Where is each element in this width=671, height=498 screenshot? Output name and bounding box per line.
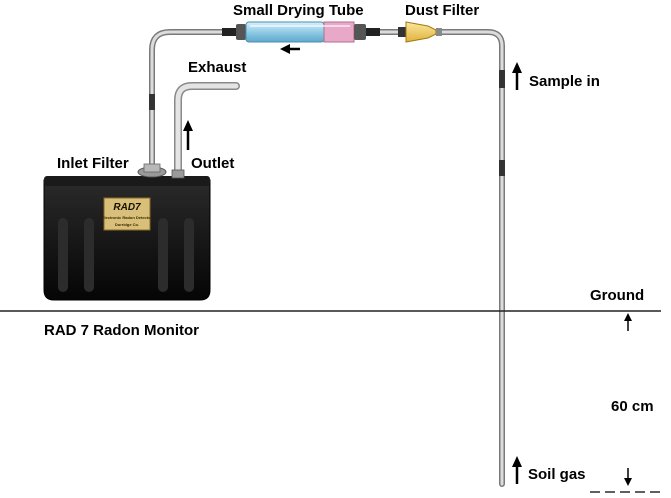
- label-dust-filter: Dust Filter: [405, 2, 479, 19]
- tube-coupler: [149, 94, 155, 110]
- label-small-drying-tube: Small Drying Tube: [233, 2, 364, 19]
- label-sample-in: Sample in: [529, 73, 600, 90]
- plate-title: RAD7: [113, 202, 141, 213]
- rad7-plate: RAD7 Electronic Radon Detector Durridge …: [102, 197, 153, 231]
- flow-arrow-left: [280, 44, 300, 54]
- outlet-port: [171, 169, 185, 179]
- tube-coupler: [499, 70, 505, 88]
- label-rad7-monitor: RAD 7 Radon Monitor: [44, 322, 199, 339]
- sample-in-arrow-up: [512, 62, 522, 90]
- plate-line1: Electronic Radon Detector: [102, 215, 153, 220]
- label-outlet: Outlet: [191, 155, 234, 172]
- outlet-arrow-up: [183, 120, 193, 150]
- label-exhaust: Exhaust: [188, 59, 246, 76]
- small-drying-tube: [222, 21, 380, 43]
- soil-gas-arrow-up: [512, 456, 522, 484]
- tubing: [149, 29, 505, 487]
- depth-indicator: [590, 313, 662, 493]
- tube-coupler: [499, 160, 505, 176]
- label-ground: Ground: [590, 287, 644, 304]
- rad7-device: RAD7 Electronic Radon Detector Durridge …: [43, 163, 211, 301]
- plate-line2: Durridge Co.: [115, 222, 139, 227]
- label-depth: 60 cm: [611, 398, 654, 415]
- label-soil-gas: Soil gas: [528, 466, 586, 483]
- sample-tube: [433, 29, 505, 487]
- label-inlet-filter: Inlet Filter: [57, 155, 129, 172]
- dust-filter: [398, 21, 442, 43]
